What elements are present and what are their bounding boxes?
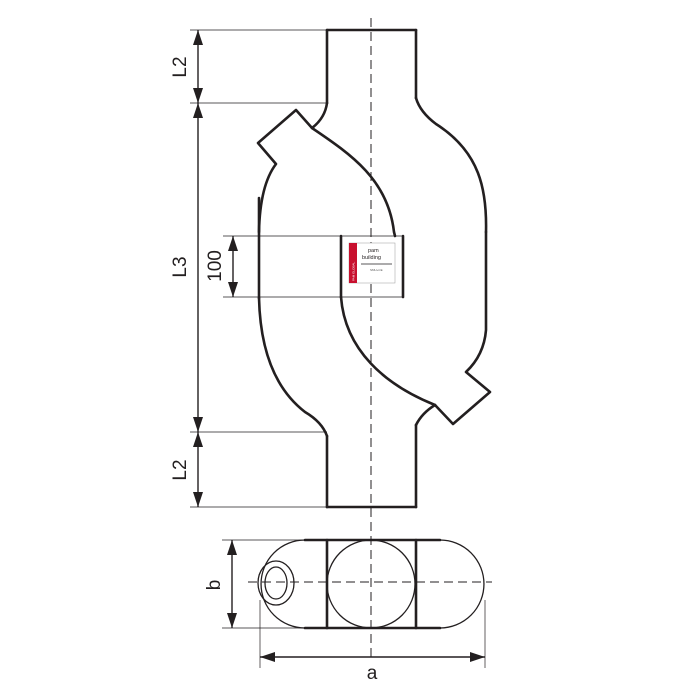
label-code: SMU+CE bbox=[370, 268, 383, 272]
inner-lower-curve bbox=[339, 295, 437, 407]
dim-l2-bottom: L2 bbox=[170, 459, 191, 480]
left-lower-bulge bbox=[257, 296, 329, 438]
label-brand-line2: building bbox=[362, 255, 381, 261]
dim-l3: L3 bbox=[170, 256, 191, 277]
right-upper-bulge bbox=[414, 96, 488, 234]
dim-b: b bbox=[204, 580, 225, 591]
top-spigot bbox=[325, 28, 418, 105]
product-label: PAM GLOBAL pam building SMU+CE bbox=[348, 242, 396, 284]
front-view bbox=[256, 18, 492, 658]
vertical-dimensions: L2 L3 L2 100 bbox=[170, 29, 327, 508]
dim-l2-top: L2 bbox=[170, 56, 191, 77]
bottom-spigot bbox=[325, 423, 418, 509]
inner-upper-curve bbox=[310, 126, 397, 238]
label-red-text: PAM GLOBAL bbox=[352, 262, 356, 281]
label-red-tab bbox=[349, 243, 357, 283]
plan-dimensions: b a bbox=[204, 539, 486, 684]
dim-100: 100 bbox=[205, 250, 226, 282]
left-upper-branch bbox=[256, 101, 329, 234]
plan-view bbox=[248, 538, 492, 630]
dim-a: a bbox=[367, 663, 378, 684]
right-lower-branch bbox=[414, 230, 492, 427]
label-brand-line1: pam bbox=[368, 248, 379, 254]
plan-left-stub bbox=[257, 560, 295, 606]
plan-central-circle bbox=[326, 539, 416, 629]
